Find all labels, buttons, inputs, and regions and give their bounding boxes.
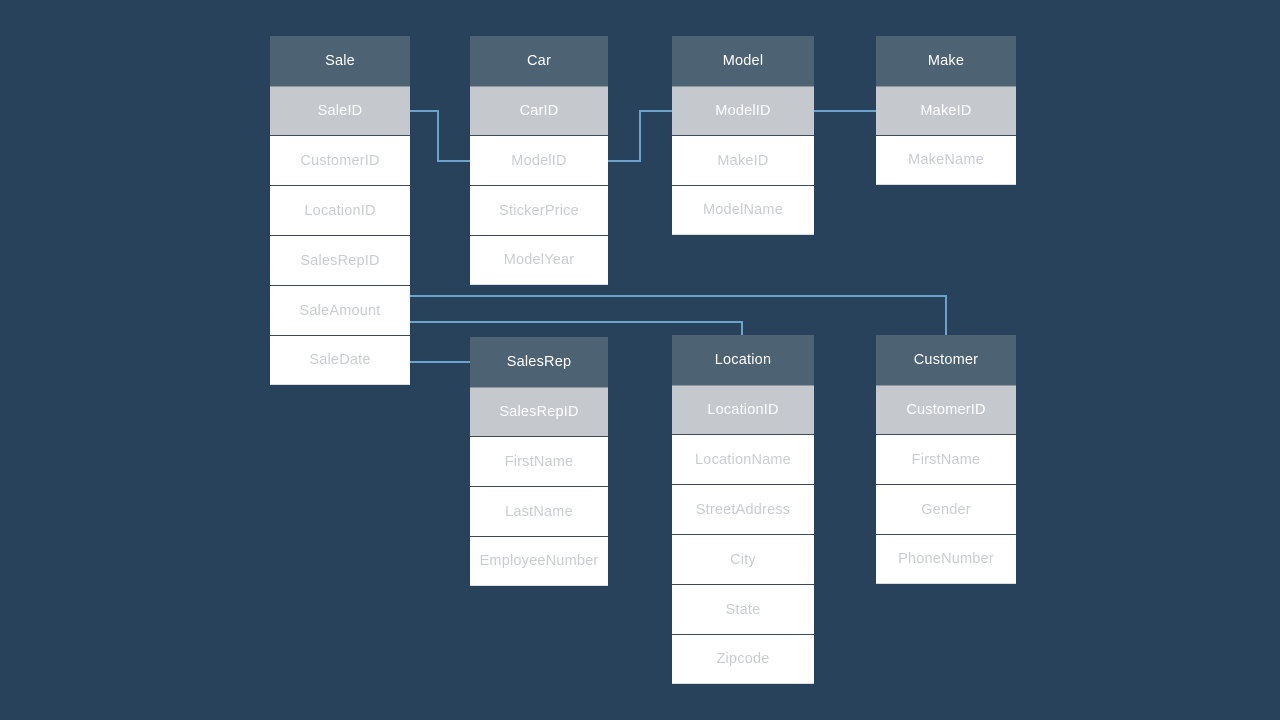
field-sale-saleamount[interactable]: SaleAmount (270, 285, 410, 335)
entity-title-model: Model (672, 36, 814, 86)
field-location-city[interactable]: City (672, 534, 814, 584)
field-location-state[interactable]: State (672, 584, 814, 634)
connector-sale-customer (409, 295, 947, 338)
field-car-carid[interactable]: CarID (470, 86, 608, 135)
field-salesrep-salesrepid[interactable]: SalesRepID (470, 387, 608, 436)
entity-title-customer: Customer (876, 335, 1016, 385)
field-car-stickerprice[interactable]: StickerPrice (470, 185, 608, 235)
field-location-locationid[interactable]: LocationID (672, 385, 814, 434)
entity-title-car: Car (470, 36, 608, 86)
field-model-modelname[interactable]: ModelName (672, 185, 814, 235)
field-sale-customerid[interactable]: CustomerID (270, 135, 410, 185)
field-salesrep-employeenumber[interactable]: EmployeeNumber (470, 536, 608, 586)
connector-car-sale (409, 110, 471, 162)
field-car-modelid[interactable]: ModelID (470, 135, 608, 185)
field-model-modelid[interactable]: ModelID (672, 86, 814, 135)
entity-title-location: Location (672, 335, 814, 385)
field-customer-gender[interactable]: Gender (876, 484, 1016, 534)
field-sale-saledate[interactable]: SaleDate (270, 335, 410, 385)
field-model-makeid[interactable]: MakeID (672, 135, 814, 185)
field-location-zipcode[interactable]: Zipcode (672, 634, 814, 684)
field-sale-saleid[interactable]: SaleID (270, 86, 410, 135)
field-location-locationname[interactable]: LocationName (672, 434, 814, 484)
field-sale-salesrepid[interactable]: SalesRepID (270, 235, 410, 285)
field-car-modelyear[interactable]: ModelYear (470, 235, 608, 285)
field-make-makename[interactable]: MakeName (876, 135, 1016, 185)
entity-title-sale: Sale (270, 36, 410, 86)
entity-title-salesrep: SalesRep (470, 337, 608, 387)
field-salesrep-firstname[interactable]: FirstName (470, 436, 608, 486)
entity-title-make: Make (876, 36, 1016, 86)
connector-car-model (607, 110, 673, 162)
field-sale-locationid[interactable]: LocationID (270, 185, 410, 235)
field-location-streetaddress[interactable]: StreetAddress (672, 484, 814, 534)
field-make-makeid[interactable]: MakeID (876, 86, 1016, 135)
field-customer-firstname[interactable]: FirstName (876, 434, 1016, 484)
field-customer-customerid[interactable]: CustomerID (876, 385, 1016, 434)
field-customer-phonenumber[interactable]: PhoneNumber (876, 534, 1016, 584)
field-salesrep-lastname[interactable]: LastName (470, 486, 608, 536)
